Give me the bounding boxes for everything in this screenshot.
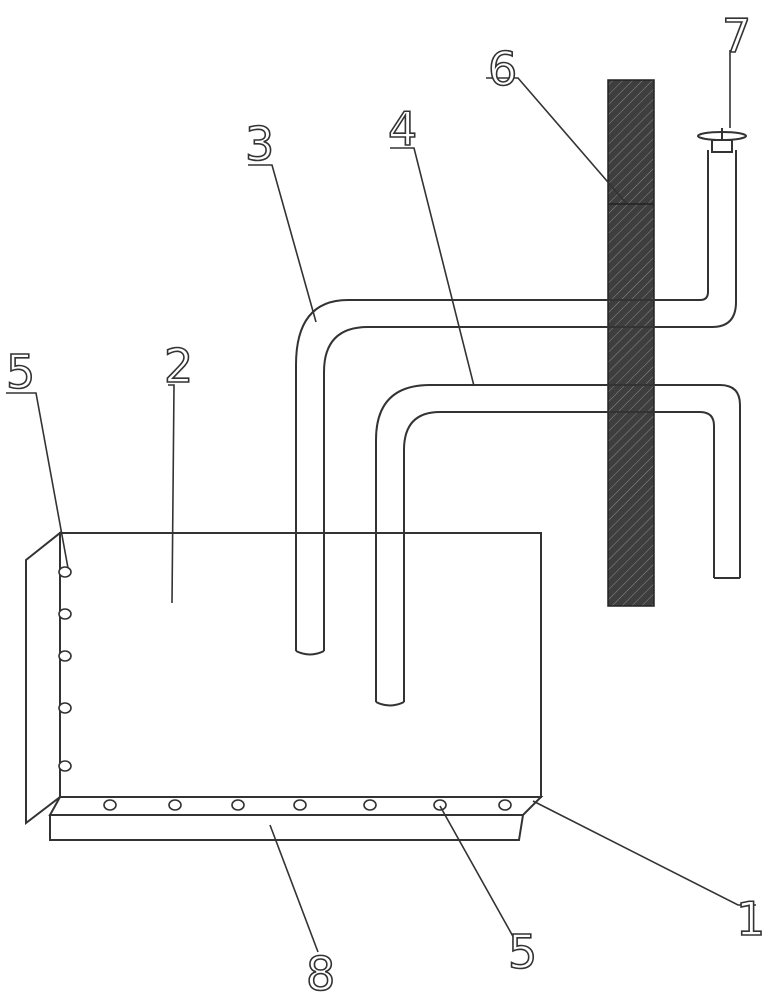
label-7: 7 bbox=[722, 9, 751, 63]
bottom-holes bbox=[103, 799, 512, 811]
label-1: 1 bbox=[736, 892, 765, 946]
label-3: 3 bbox=[245, 117, 274, 171]
base-plate bbox=[49, 814, 525, 841]
leader-lines bbox=[6, 50, 756, 953]
wall-block bbox=[607, 79, 655, 607]
valve bbox=[697, 128, 747, 153]
label-5-bottom: 5 bbox=[508, 925, 537, 979]
label-6: 6 bbox=[488, 42, 517, 96]
label-2: 2 bbox=[164, 339, 193, 393]
side-holes bbox=[58, 566, 72, 772]
side-panel bbox=[25, 530, 61, 826]
label-4: 4 bbox=[388, 102, 417, 156]
pipe-4 bbox=[375, 384, 741, 707]
container-box bbox=[59, 532, 542, 798]
label-5-side: 5 bbox=[6, 345, 35, 399]
label-8: 8 bbox=[306, 947, 335, 1000]
pipe-3 bbox=[295, 150, 737, 656]
